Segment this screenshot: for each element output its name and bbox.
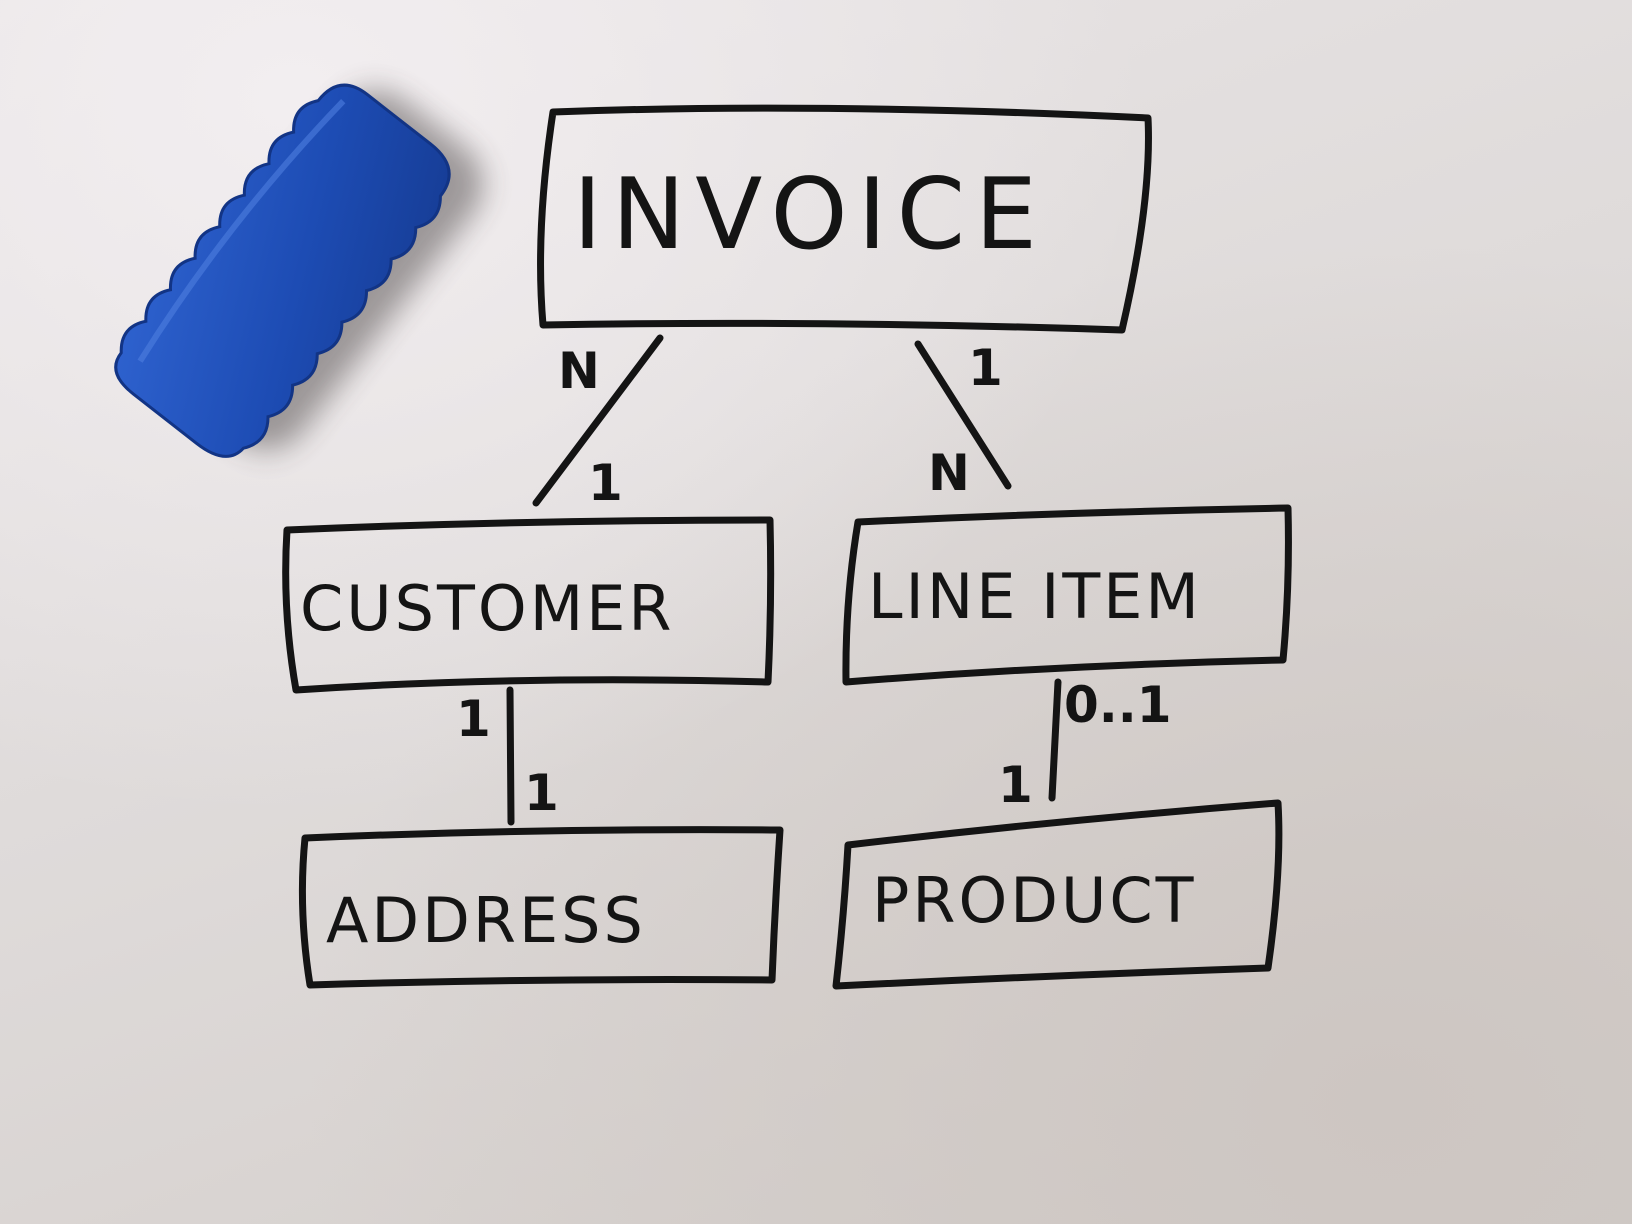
entity-line-item: LINE ITEM: [842, 504, 1292, 686]
cardinality-product-end: 1: [998, 756, 1033, 814]
cardinality-address-end: 1: [524, 764, 559, 822]
relationship-line: [914, 340, 1012, 490]
entity-product-label: PRODUCT: [872, 864, 1197, 937]
relationship-line-item-product: 0..1 1: [998, 676, 1172, 814]
whiteboard-eraser-icon: [114, 83, 484, 458]
entity-customer-label: CUSTOMER: [300, 572, 674, 645]
entity-invoice: INVOICE: [537, 104, 1152, 334]
cardinality-invoice-end: 1: [968, 339, 1003, 397]
relationship-line: [532, 334, 664, 507]
entity-address: ADDRESS: [298, 826, 784, 989]
entity-product: PRODUCT: [832, 799, 1283, 990]
cardinality-invoice-end: N: [558, 342, 600, 400]
cardinality-line-item-end: 0..1: [1064, 676, 1172, 734]
entity-customer: CUSTOMER: [282, 516, 775, 694]
entity-invoice-label: INVOICE: [573, 158, 1047, 272]
cardinality-line-item-end: N: [928, 444, 970, 502]
cardinality-customer-end: 1: [588, 454, 623, 512]
relationship-invoice-line-item: 1 N: [914, 339, 1012, 502]
entity-address-label: ADDRESS: [326, 884, 646, 957]
relationship-line: [1048, 678, 1062, 802]
relationship-line: [506, 686, 515, 826]
cardinality-customer-end: 1: [456, 690, 491, 748]
entity-line-item-label: LINE ITEM: [868, 560, 1202, 633]
relationship-invoice-customer: N 1: [532, 334, 664, 512]
relationship-customer-address: 1 1: [456, 686, 559, 826]
